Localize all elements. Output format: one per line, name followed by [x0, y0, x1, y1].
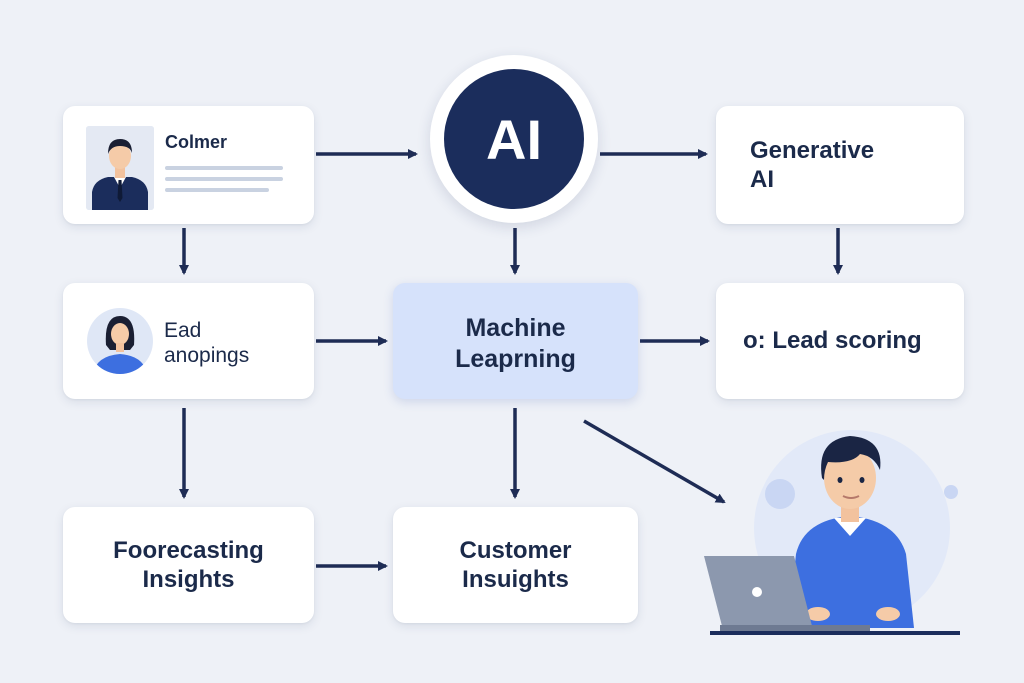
lead-card-line2: anopings	[164, 344, 250, 367]
businessman-icon	[86, 126, 154, 210]
generative-ai-line2: AI	[750, 166, 774, 193]
customer-card-title: Colmer	[165, 132, 228, 152]
person-laptop-illustration	[704, 430, 960, 635]
customer-insights-line2: Insuights	[462, 566, 569, 593]
machine-learning-line2: Leaprning	[455, 345, 576, 373]
machine-learning-card: Machine Leaprning	[393, 283, 638, 399]
lead-card-text: Ead anopings	[164, 318, 249, 368]
forecasting-line1: Foorecasting	[113, 537, 264, 564]
forecasting-line2: Insights	[142, 566, 235, 593]
machine-learning-line1: Machine	[465, 314, 566, 342]
generative-ai-card: Generative AI	[716, 106, 964, 224]
arrow-ml-to-person	[583, 419, 726, 504]
customer-insights-card: Customer Insuights	[393, 507, 638, 623]
customer-avatar	[86, 126, 154, 210]
lead-scoring-label: o: Lead scoring	[743, 327, 922, 354]
ai-label: AI	[444, 69, 584, 209]
generative-ai-line1: Generative	[750, 137, 875, 164]
lead-card-line1: Ead	[164, 319, 202, 342]
customer-insights-line1: Customer	[459, 537, 572, 564]
ai-node: AI	[430, 55, 598, 223]
lead-scoring-card	[716, 283, 964, 399]
forecasting-insights-card: Foorecasting Insights	[63, 507, 314, 623]
